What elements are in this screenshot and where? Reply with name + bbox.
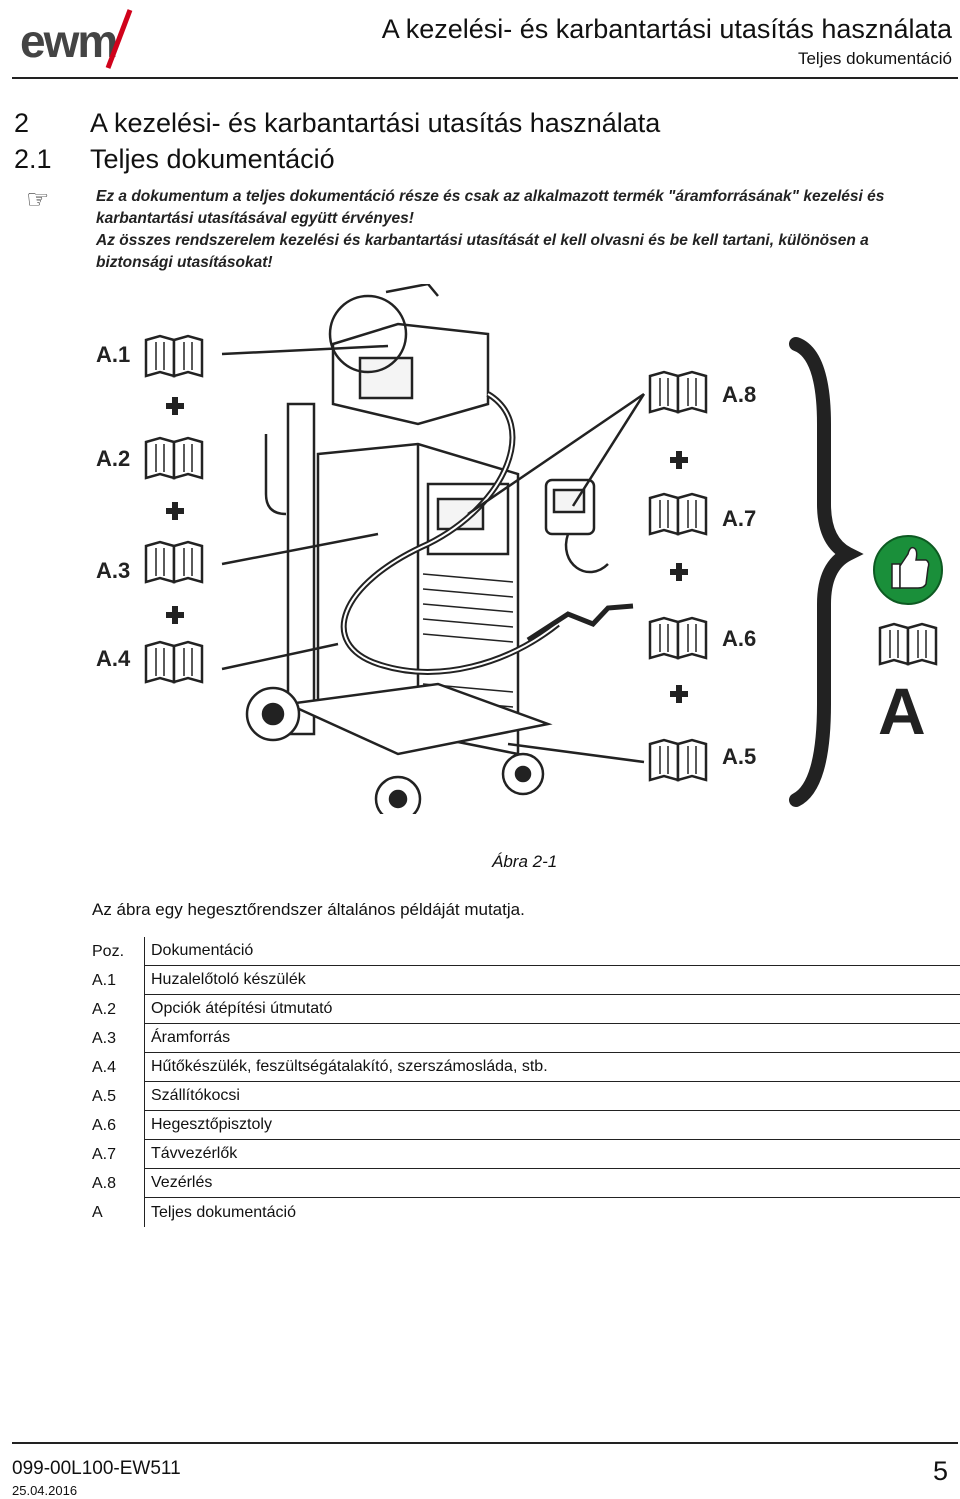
table-row: A Teljes dokumentáció [90, 1198, 960, 1227]
page-header: ewm A kezelési- és karbantartási utasítá… [0, 0, 960, 80]
table-row: A.5 Szállítókocsi [90, 1082, 960, 1111]
legend-table: Poz. Dokumentáció A.1 Huzalelőtoló készü… [90, 937, 960, 1227]
plus-icon [166, 606, 184, 624]
legend-pos: A.7 [92, 1145, 117, 1163]
figure-label-a6: A.6 [722, 626, 757, 651]
footer-divider [12, 1442, 958, 1444]
legend-pos: A.6 [92, 1116, 117, 1134]
legend-doc: Teljes dokumentáció [144, 1198, 960, 1227]
logo-slash-mark [105, 9, 133, 69]
legend-pos: A.1 [92, 971, 117, 989]
figure-label-a5: A.5 [722, 744, 757, 769]
legend-pos: A.3 [92, 1029, 117, 1047]
figure-label-a2: A.2 [96, 446, 131, 471]
legend-doc: Hegesztőpisztoly [144, 1111, 960, 1140]
manual-book-icon-complete [878, 622, 938, 666]
manual-book-icon-a7 [648, 492, 708, 536]
header-divider [12, 77, 958, 79]
section-title: A kezelési- és karbantartási utasítás ha… [90, 108, 661, 138]
header-title: A kezelési- és karbantartási utasítás ha… [381, 14, 952, 44]
table-row: A.3 Áramforrás [90, 1024, 960, 1053]
figure-drawing [144, 282, 943, 823]
table-row: A.4 Hűtőkészülék, feszültségátalakító, s… [90, 1053, 960, 1082]
header-subtitle: Teljes dokumentáció [797, 49, 952, 68]
legend-col-pos: Poz. [92, 942, 125, 960]
pointing-hand-icon: ☞ [26, 184, 50, 214]
table-row: A.6 Hegesztőpisztoly [90, 1111, 960, 1140]
manual-book-icon-a2 [144, 436, 204, 480]
legend-header-row: Poz. Dokumentáció [90, 937, 960, 966]
legend-doc: Hűtőkészülék, feszültségátalakító, szers… [144, 1053, 960, 1082]
legend-pos: A.5 [92, 1087, 117, 1105]
legend-col-doc: Dokumentáció [144, 937, 960, 966]
footer-doc-number: 099-00L100-EW511 [12, 1458, 181, 1479]
figure-label-a3: A.3 [96, 558, 131, 583]
welding-machine-illustration [245, 282, 634, 823]
plus-icon [670, 685, 688, 703]
plus-icon [670, 563, 688, 581]
table-row: A.2 Opciók átépítési útmutató [90, 995, 960, 1024]
plus-icon [166, 397, 184, 415]
figure-description: Az ábra egy hegesztőrendszer általános p… [92, 900, 525, 919]
manual-book-icon-a1 [144, 334, 204, 378]
pointer-lines [221, 344, 646, 764]
brace-shape [789, 337, 864, 807]
legend-doc: Vezérlés [144, 1169, 960, 1198]
subsection-title: Teljes dokumentáció [90, 144, 335, 174]
table-row: A.1 Huzalelőtoló készülék [90, 966, 960, 995]
figure-label-a7: A.7 [722, 506, 757, 531]
ewm-logo: ewm [20, 8, 165, 70]
note-paragraph-1: Ez a dokumentum a teljes dokumentáció ré… [96, 188, 885, 227]
legend-pos: A [92, 1203, 103, 1221]
page-number: 5 [932, 1456, 948, 1486]
figure-label-a: A [878, 674, 926, 748]
logo-text: ewm [20, 15, 118, 67]
manual-book-icon-a6 [648, 616, 708, 660]
legend-pos: A.8 [92, 1174, 117, 1192]
legend-doc: Távvezérlők [144, 1140, 960, 1169]
subsection-number: 2.1 [14, 144, 52, 174]
legend-doc: Szállítókocsi [144, 1082, 960, 1111]
figure-label-a8: A.8 [722, 382, 757, 407]
legend-doc: Áramforrás [144, 1024, 960, 1053]
thumbs-up-icon [873, 535, 943, 605]
table-row: A.8 Vezérlés [90, 1169, 960, 1198]
note-paragraph-2: Az összes rendszerelem kezelési és karba… [96, 232, 869, 271]
legend-doc: Huzalelőtoló készülék [144, 966, 960, 995]
table-row: A.7 Távvezérlők [90, 1140, 960, 1169]
legend-pos: A.4 [92, 1058, 117, 1076]
section-number: 2 [14, 108, 30, 138]
manual-book-icon-a5 [648, 738, 708, 782]
legend-pos: A.2 [92, 1000, 117, 1018]
figure-label-a4: A.4 [96, 646, 131, 671]
manual-book-icon-a3 [144, 540, 204, 584]
figure-caption: Ábra 2-1 [492, 852, 558, 871]
welding-system-figure: A.1 A.2 A.3 A.4 A.8 A.7 A.6 A.5 A [88, 282, 948, 823]
figure-label-a1: A.1 [96, 342, 131, 367]
footer-date: 25.04.2016 [12, 1483, 78, 1498]
plus-icon [670, 451, 688, 469]
plus-icon [166, 502, 184, 520]
legend-doc: Opciók átépítési útmutató [144, 995, 960, 1024]
manual-book-icon-a8 [648, 370, 708, 414]
manual-book-icon-a4 [144, 640, 204, 684]
